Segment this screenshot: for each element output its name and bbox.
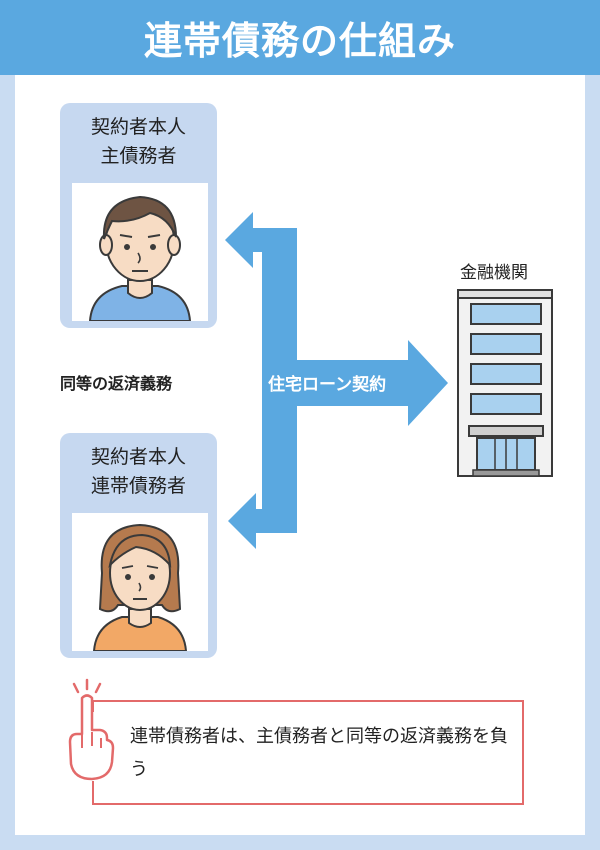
bank-building-icon — [457, 289, 553, 477]
note-text: 連帯債務者は、主債務者と同等の返済義務を負う — [130, 726, 508, 780]
bank-label: 金融機関 — [460, 263, 528, 283]
loan-contract-label: 住宅ローン契約 — [268, 375, 387, 395]
page-title: 連帯債務の仕組み — [143, 19, 456, 63]
woman-illustration — [72, 513, 208, 651]
equal-obligation-label: 同等の返済義務 — [60, 374, 173, 393]
pointing-hand-icon — [68, 678, 115, 781]
primary-debtor-type: 主債務者 — [100, 145, 177, 167]
joint-debtor-role: 契約者本人 — [90, 446, 186, 468]
man-illustration — [72, 183, 208, 321]
joint-debtor-card: 契約者本人 連帯債務者 — [60, 433, 217, 658]
primary-debtor-card: 契約者本人 主債務者 — [60, 103, 217, 328]
header-banner: 連帯債務の仕組み — [0, 0, 600, 75]
arrow-to-primary-debtor — [225, 212, 297, 268]
note-border-bottom-left — [92, 781, 94, 805]
joint-debtor-type: 連帯債務者 — [90, 475, 186, 497]
primary-debtor-role: 契約者本人 — [90, 116, 186, 138]
arrow-to-bank — [262, 340, 448, 426]
